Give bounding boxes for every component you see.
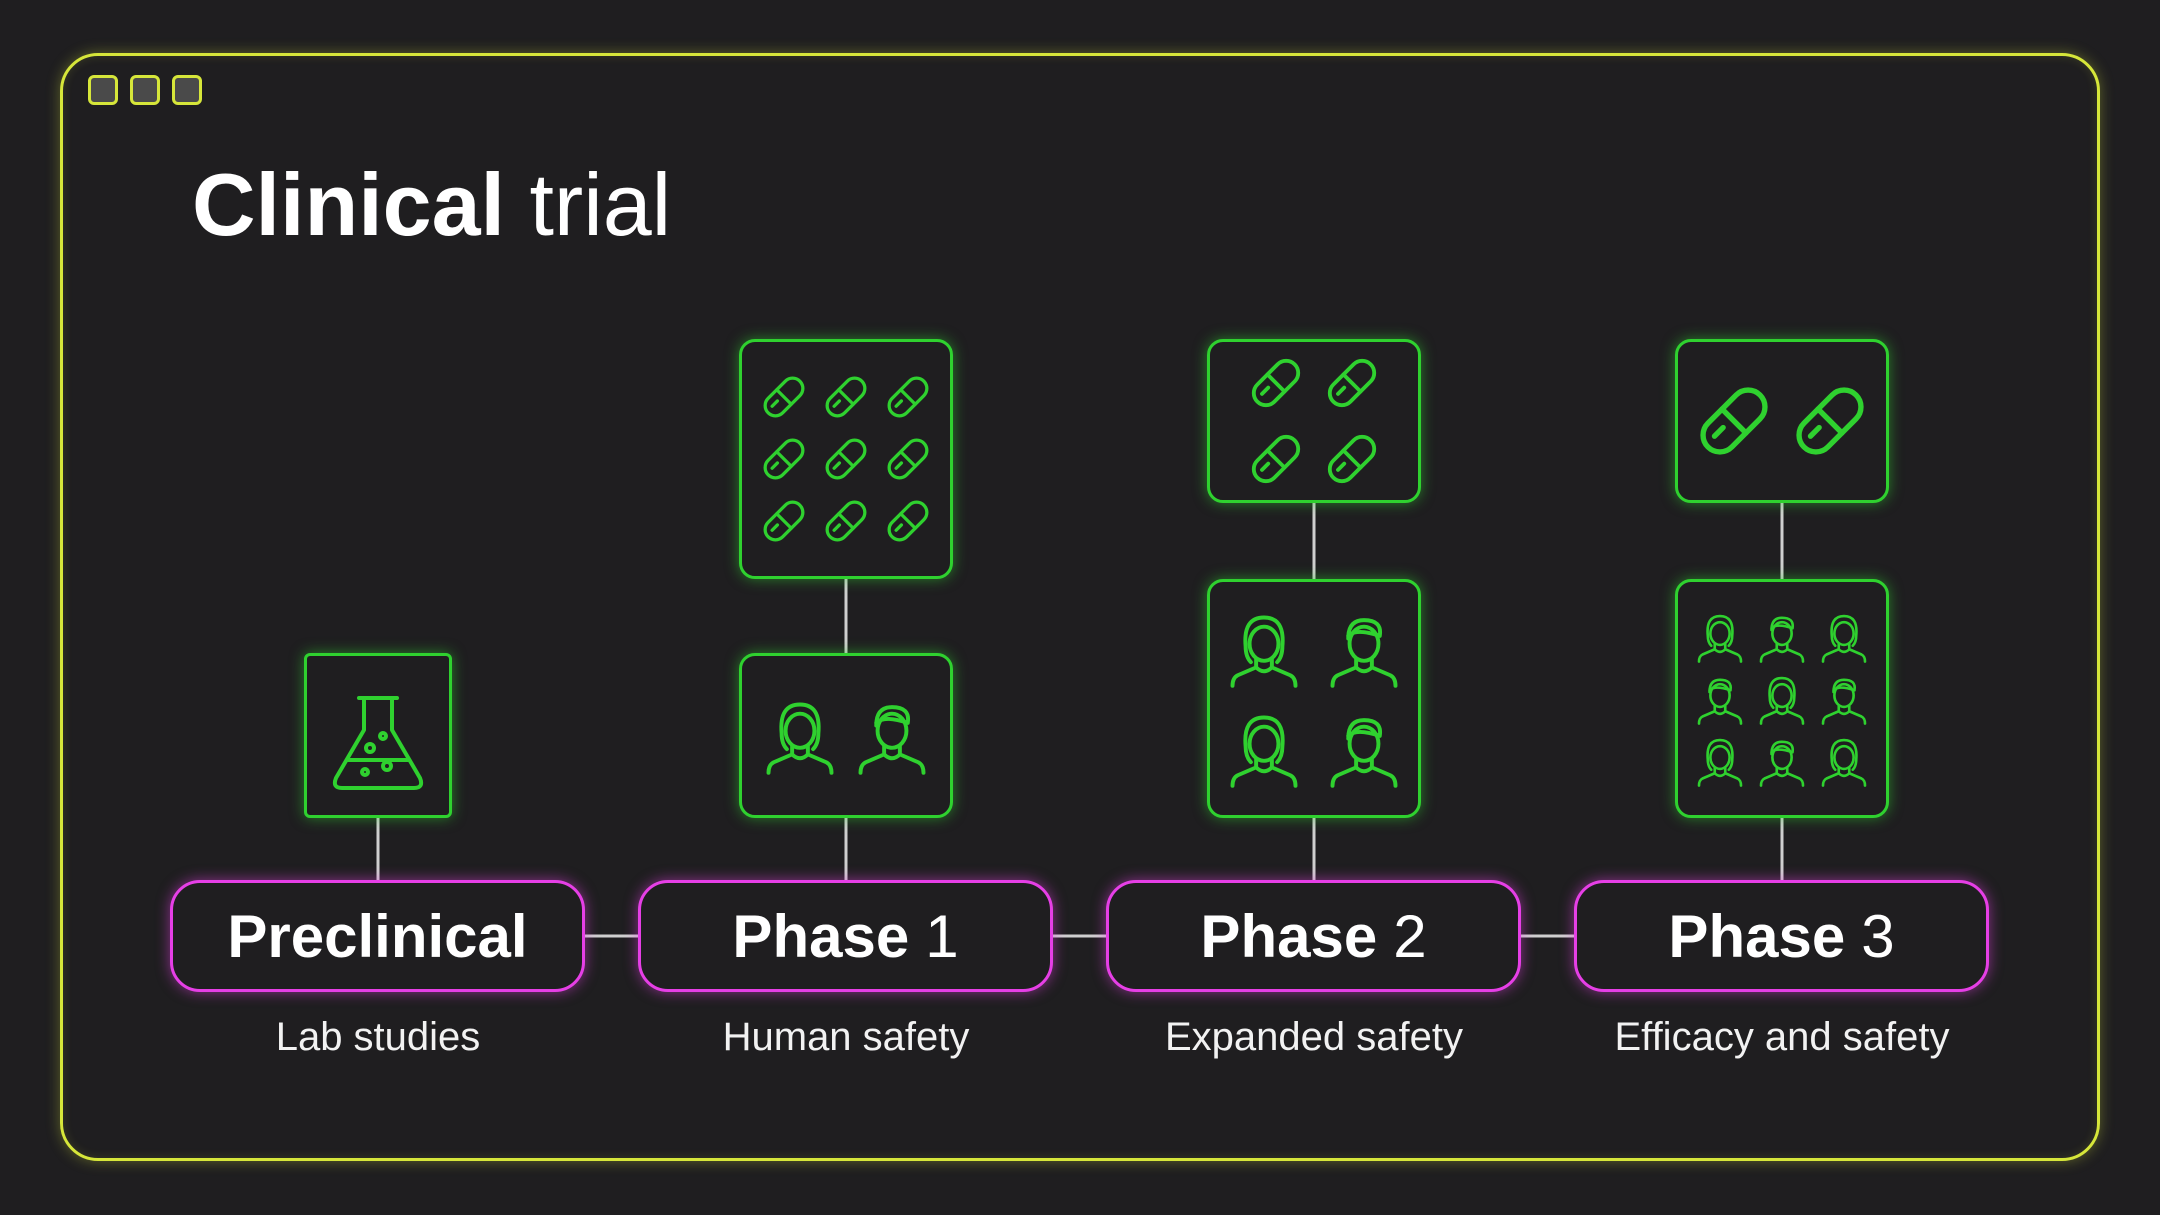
- flask-icon: [332, 696, 424, 790]
- title-light: trial: [529, 155, 672, 254]
- woman-icon: [1230, 615, 1298, 688]
- icon-grid: [1678, 582, 1886, 815]
- man-icon: [1330, 717, 1398, 788]
- stage-phase-2-number: 2: [1393, 902, 1427, 970]
- woman-icon: [1697, 614, 1743, 663]
- capsule-icon: [763, 500, 805, 542]
- man-icon: [1330, 617, 1398, 688]
- phase1-people-box: [739, 653, 953, 818]
- window-dot-3[interactable]: [172, 75, 202, 105]
- capsule-icon: [825, 500, 867, 542]
- woman-icon: [766, 702, 834, 775]
- man-icon: [1697, 677, 1743, 725]
- stage-phase-1-description: Human safety: [722, 1015, 970, 1059]
- stage-preclinical-label: Preclinical: [227, 902, 528, 970]
- man-icon: [1821, 677, 1867, 725]
- stage-phase-2-label: Phase: [1200, 902, 1378, 970]
- man-icon: [858, 704, 926, 775]
- capsule-icon: [1796, 387, 1864, 455]
- stage-phase-3-number: 3: [1861, 902, 1895, 970]
- title-bold: Clinical: [192, 155, 505, 254]
- woman-icon: [1230, 715, 1298, 788]
- capsule-icon: [887, 376, 929, 418]
- icon-grid: [742, 656, 950, 815]
- phase3-pills-box: [1675, 339, 1889, 503]
- woman-icon: [1821, 738, 1867, 787]
- window-frame: [60, 53, 2100, 1161]
- stage-preclinical[interactable]: Preclinical: [170, 880, 585, 992]
- capsule-icon: [763, 376, 805, 418]
- capsule-icon: [1327, 358, 1377, 408]
- icon-grid: [742, 342, 950, 576]
- icon-grid: [1210, 582, 1418, 815]
- phase3-people-box: [1675, 579, 1889, 818]
- stage-phase-3-label: Phase: [1668, 902, 1846, 970]
- stage-phase-1-label: Phase: [732, 902, 910, 970]
- capsule-icon: [763, 438, 805, 480]
- flask-box: [304, 653, 452, 818]
- woman-icon: [1759, 676, 1805, 725]
- capsule-icon: [887, 500, 929, 542]
- icon-grid: [1678, 342, 1886, 500]
- capsule-icon: [825, 376, 867, 418]
- phase2-pills-box: [1207, 339, 1421, 503]
- stage-phase-2-description: Expanded safety: [1165, 1015, 1463, 1059]
- window-dot-2[interactable]: [130, 75, 160, 105]
- phase2-people-box: [1207, 579, 1421, 818]
- capsule-icon: [1700, 387, 1768, 455]
- window-controls: [88, 75, 202, 105]
- woman-icon: [1821, 614, 1867, 663]
- woman-icon: [1697, 738, 1743, 787]
- stage-phase-1[interactable]: Phase 1: [638, 880, 1053, 992]
- man-icon: [1759, 615, 1805, 663]
- window-dot-1[interactable]: [88, 75, 118, 105]
- stage-phase-3-description: Efficacy and safety: [1614, 1015, 1950, 1059]
- capsule-icon: [1251, 434, 1301, 484]
- stage-phase-1-number: 1: [925, 902, 959, 970]
- stage-phase-2[interactable]: Phase 2: [1106, 880, 1521, 992]
- phase1-pills-box: [739, 339, 953, 579]
- stage-preclinical-description: Lab studies: [275, 1015, 481, 1059]
- icon-grid: [1210, 342, 1418, 500]
- page-title: Clinical trial: [192, 155, 671, 255]
- capsule-icon: [825, 438, 867, 480]
- stage-phase-3[interactable]: Phase 3: [1574, 880, 1989, 992]
- capsule-icon: [1251, 358, 1301, 408]
- capsule-icon: [887, 438, 929, 480]
- man-icon: [1759, 739, 1805, 787]
- capsule-icon: [1327, 434, 1377, 484]
